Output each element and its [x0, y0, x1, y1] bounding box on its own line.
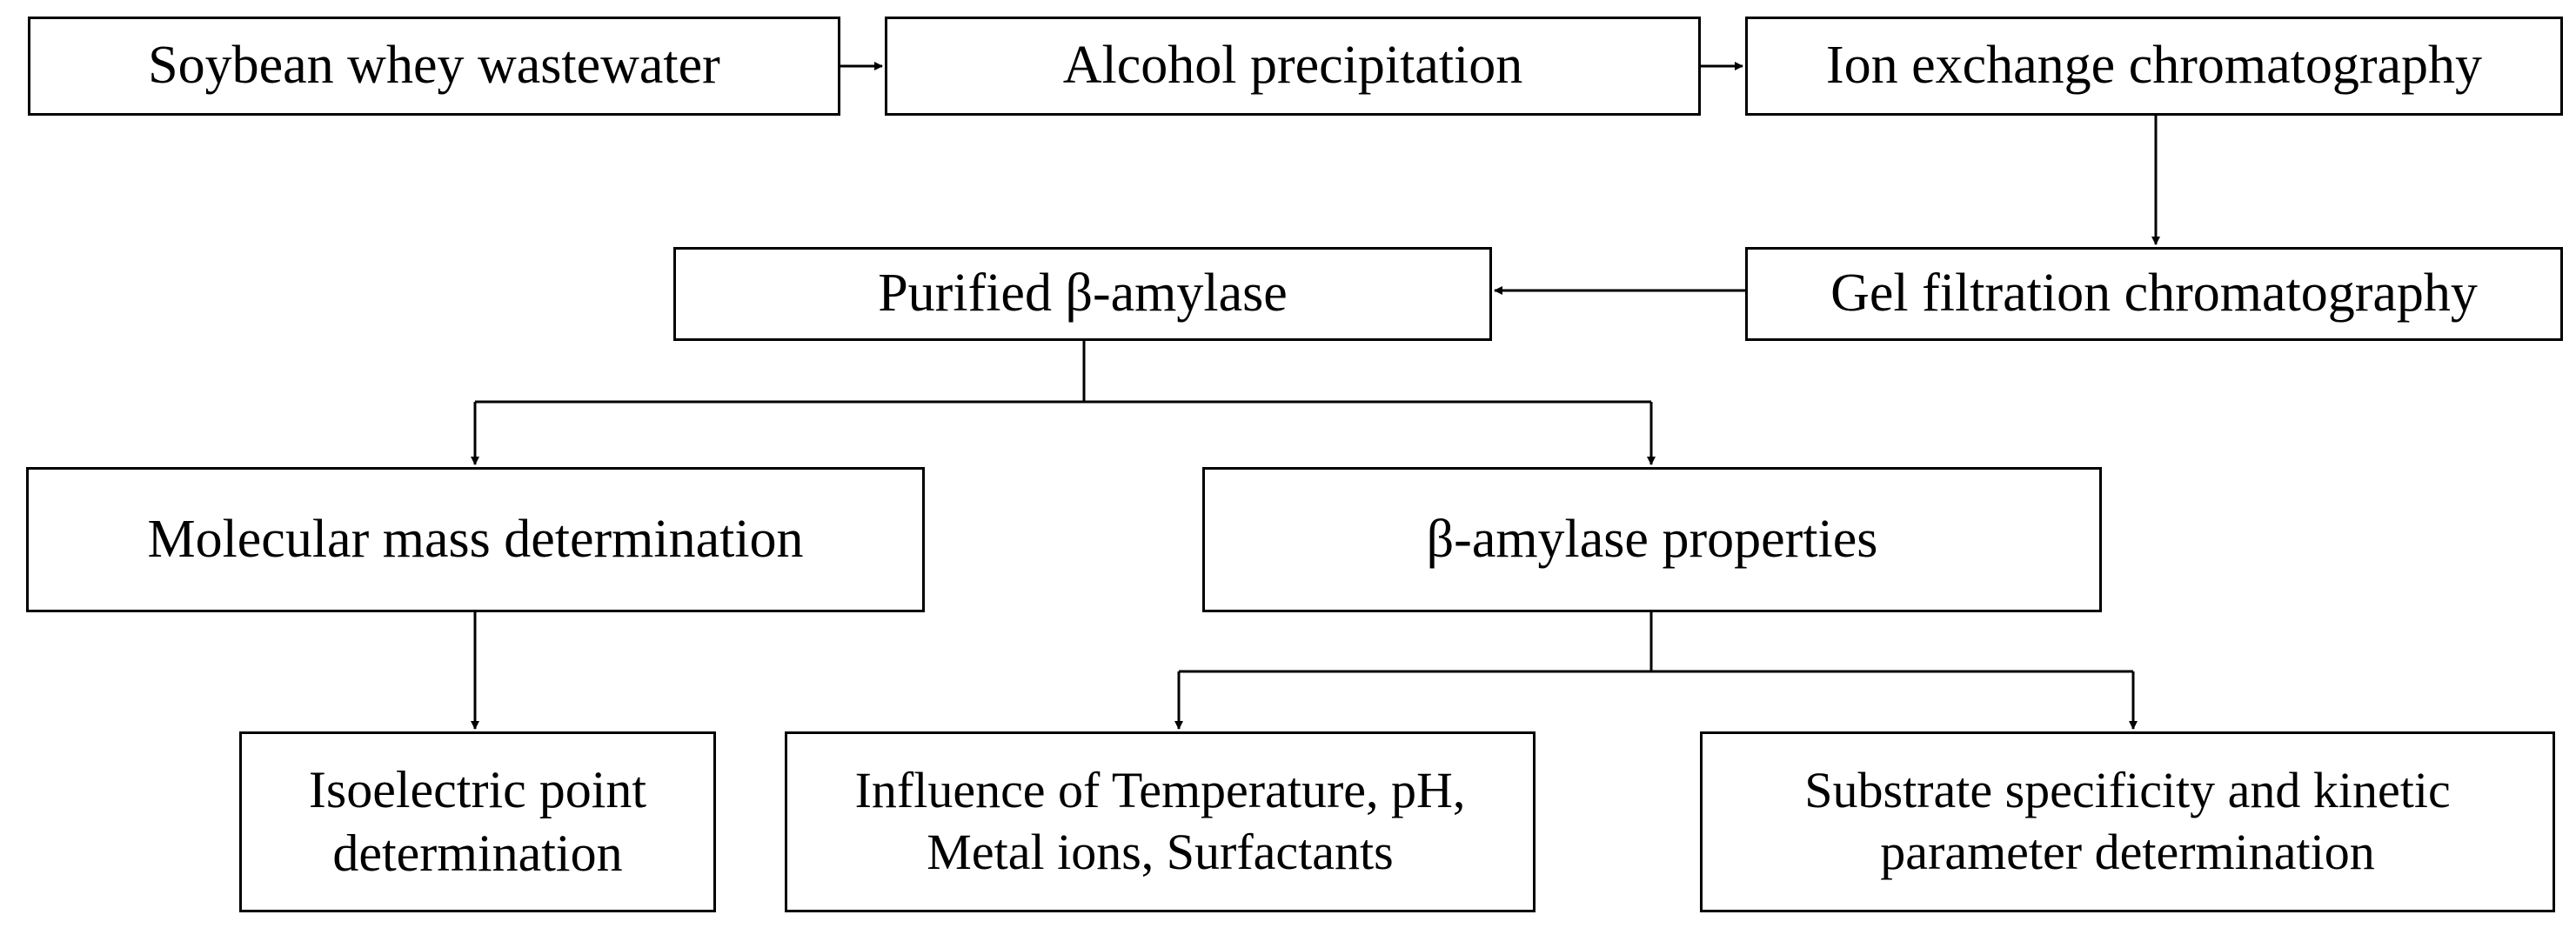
node-label: Isoelectric point determination — [308, 760, 647, 882]
node-substrate-specificity-kinetics: Substrate specificity and kinetic parame… — [1700, 731, 2555, 912]
node-label: Alcohol precipitation — [1062, 36, 1523, 96]
node-soybean-whey-wastewater: Soybean whey wastewater — [28, 17, 840, 116]
node-molecular-mass-determination: Molecular mass determination — [26, 467, 925, 612]
node-label: Ion exchange chromatography — [1825, 36, 2483, 96]
node-label: Purified β-amylase — [878, 264, 1288, 324]
node-gel-filtration-chromatography: Gel filtration chromatography — [1745, 247, 2563, 341]
node-influence-factors: Influence of Temperature, pH, Metal ions… — [785, 731, 1536, 912]
node-label: Substrate specificity and kinetic parame… — [1804, 762, 2451, 880]
node-isoelectric-point-determination: Isoelectric point determination — [239, 731, 716, 912]
node-beta-amylase-properties: β-amylase properties — [1202, 467, 2102, 612]
node-label: β-amylase properties — [1426, 509, 1878, 569]
node-purified-beta-amylase: Purified β-amylase — [673, 247, 1492, 341]
node-label: Soybean whey wastewater — [148, 36, 720, 96]
node-label: Molecular mass determination — [147, 509, 804, 569]
node-label: Gel filtration chromatography — [1830, 264, 2478, 324]
node-label: Influence of Temperature, pH, Metal ions… — [854, 762, 1466, 880]
node-alcohol-precipitation: Alcohol precipitation — [885, 17, 1701, 116]
node-ion-exchange-chromatography: Ion exchange chromatography — [1745, 17, 2563, 116]
